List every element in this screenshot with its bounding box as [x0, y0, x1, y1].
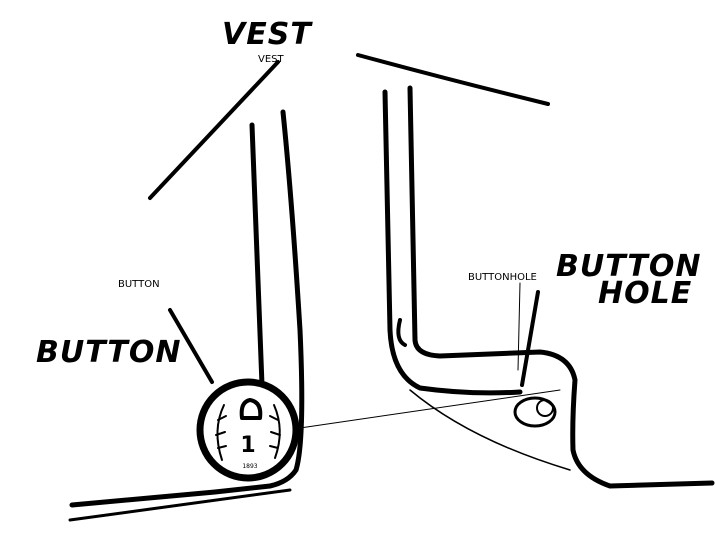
button-pointer: [168, 308, 214, 384]
buttonhole-big-label-line2: HOLE: [598, 276, 692, 311]
buttonhole-pointer: [520, 290, 540, 387]
right-placket-outer: [382, 89, 523, 396]
vest-right-neckline: [356, 53, 550, 106]
buttonhole-shape: [513, 396, 557, 428]
vest-small-label: VEST: [258, 54, 285, 65]
buttonhole-big-label-line1: BUTTON: [556, 249, 701, 284]
connecting-line: [299, 389, 561, 429]
coin-year: 1893: [242, 463, 257, 470]
button-small-label: BUTTON: [118, 279, 160, 290]
buttonhole-slit: [536, 399, 554, 417]
coin-wreath-right: [269, 404, 281, 459]
left-placket-outer: [69, 109, 305, 508]
coin-wreath-left: [215, 404, 227, 461]
buttonhole-pointer-thin: [517, 282, 521, 371]
right-placket-fold: [396, 318, 407, 347]
vest-left-neckline: [148, 60, 280, 200]
right-front-edge: [409, 389, 571, 471]
vest-title: VEST: [222, 17, 313, 52]
buttonhole-small-label: BUTTONHOLE: [468, 272, 537, 283]
bottom-hem-left: [68, 488, 292, 522]
button-big-label: BUTTON: [36, 335, 181, 370]
left-placket-inner: [249, 122, 265, 388]
coin-crown: [239, 398, 263, 420]
coin-value: 1: [240, 433, 255, 458]
right-placket-inner: [407, 85, 715, 489]
coin-button-icon: [196, 378, 300, 482]
